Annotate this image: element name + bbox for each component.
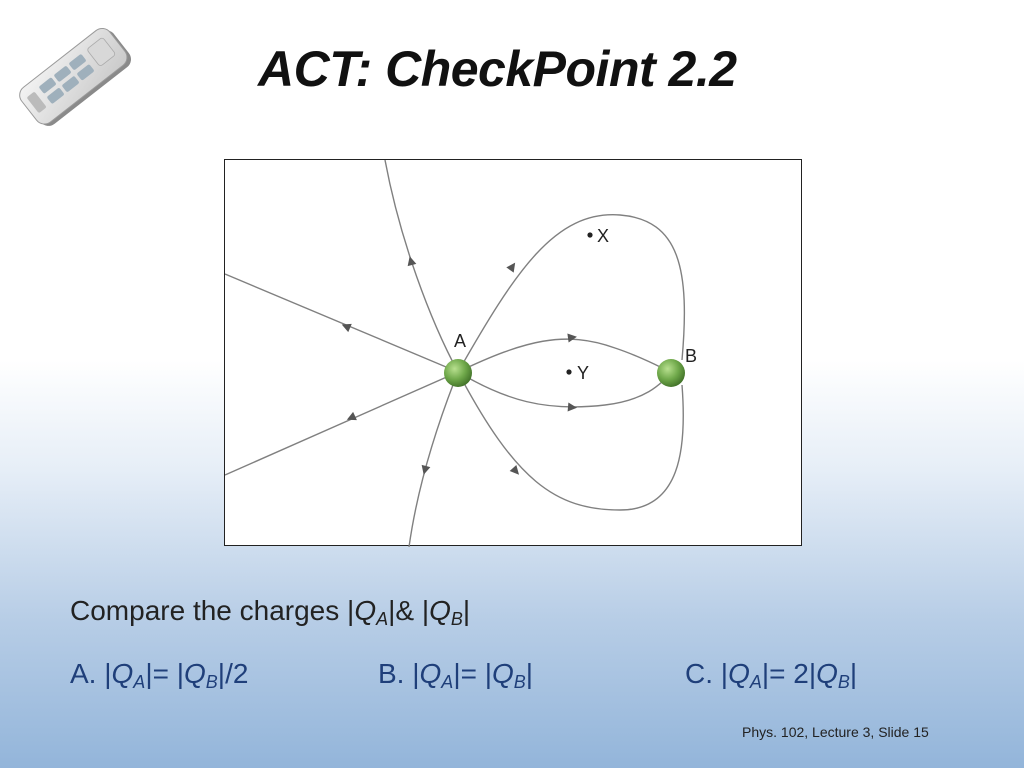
answer-c-prefix: C. | (685, 658, 729, 689)
answer-choice-a[interactable]: A. |QA|= |QB|/2 (70, 658, 248, 693)
answer-a-end: |/2 (217, 658, 249, 689)
answer-choices: A. |QA|= |QB|/2 B. |QA|= |QB| C. |QA|= 2… (70, 658, 950, 698)
answer-a-prefix: A. | (70, 658, 112, 689)
answer-a-q1: Q (111, 658, 134, 689)
answer-a-sub1: A (133, 672, 146, 692)
question-sub-a: A (376, 609, 389, 629)
answer-c-end: | (849, 658, 858, 689)
field-arrow (341, 323, 352, 333)
question-middle: |& | (388, 595, 430, 626)
field-line (457, 338, 672, 373)
field-line (225, 371, 459, 476)
field-arrow (506, 262, 516, 273)
answer-b-sub2: B (513, 672, 526, 692)
point-x-dot (587, 232, 593, 238)
field-line (457, 371, 684, 511)
field-arrow (346, 411, 357, 421)
field-arrow (567, 333, 577, 343)
answer-c-q2: Q (816, 658, 838, 689)
field-line (457, 371, 672, 408)
charge-a-label: A (454, 331, 466, 351)
point-x-label: X (597, 226, 609, 246)
charge-a (444, 359, 472, 387)
question-lead: Compare the charges | (70, 595, 355, 626)
answer-choice-c[interactable]: C. |QA|= 2|QB| (685, 658, 857, 693)
answer-a-mid: |= | (145, 658, 184, 689)
field-arrow (567, 402, 577, 412)
answer-b-prefix: B. | (378, 658, 420, 689)
question-end: | (462, 595, 471, 626)
question-q-b: Q (429, 595, 451, 626)
answer-c-mid: |= 2| (761, 658, 817, 689)
charge-b (657, 359, 685, 387)
answer-b-mid: |= | (453, 658, 492, 689)
answer-b-q1: Q (419, 658, 442, 689)
answer-c-sub2: B (837, 672, 850, 692)
answer-b-q2: Q (492, 658, 514, 689)
clicker-remote-image (8, 18, 143, 143)
field-arrow (421, 464, 431, 475)
answer-a-q2: Q (184, 658, 206, 689)
field-line (225, 273, 459, 373)
field-line (384, 160, 459, 373)
charge-b-label: B (685, 346, 697, 366)
field-arrow (509, 464, 520, 475)
field-line (408, 371, 459, 547)
slide-footer: Phys. 102, Lecture 3, Slide 15 (742, 724, 929, 740)
field-line-diagram: A B X Y (224, 159, 802, 547)
question-q-a: Q (354, 595, 377, 626)
answer-a-sub2: B (205, 672, 218, 692)
slide-title: ACT: CheckPoint 2.2 (258, 41, 737, 97)
point-y-label: Y (577, 363, 589, 383)
question-text: Compare the charges |QA|& |QB| (70, 595, 470, 630)
answer-c-q1: Q (728, 658, 750, 689)
question-sub-b: B (450, 609, 463, 629)
field-arrow (407, 256, 417, 267)
answer-c-sub1: A (749, 672, 762, 692)
answer-b-end: | (525, 658, 534, 689)
field-line (457, 214, 686, 373)
answer-b-sub1: A (441, 672, 454, 692)
answer-choice-b[interactable]: B. |QA|= |QB| (378, 658, 533, 693)
point-y-dot (566, 369, 572, 375)
